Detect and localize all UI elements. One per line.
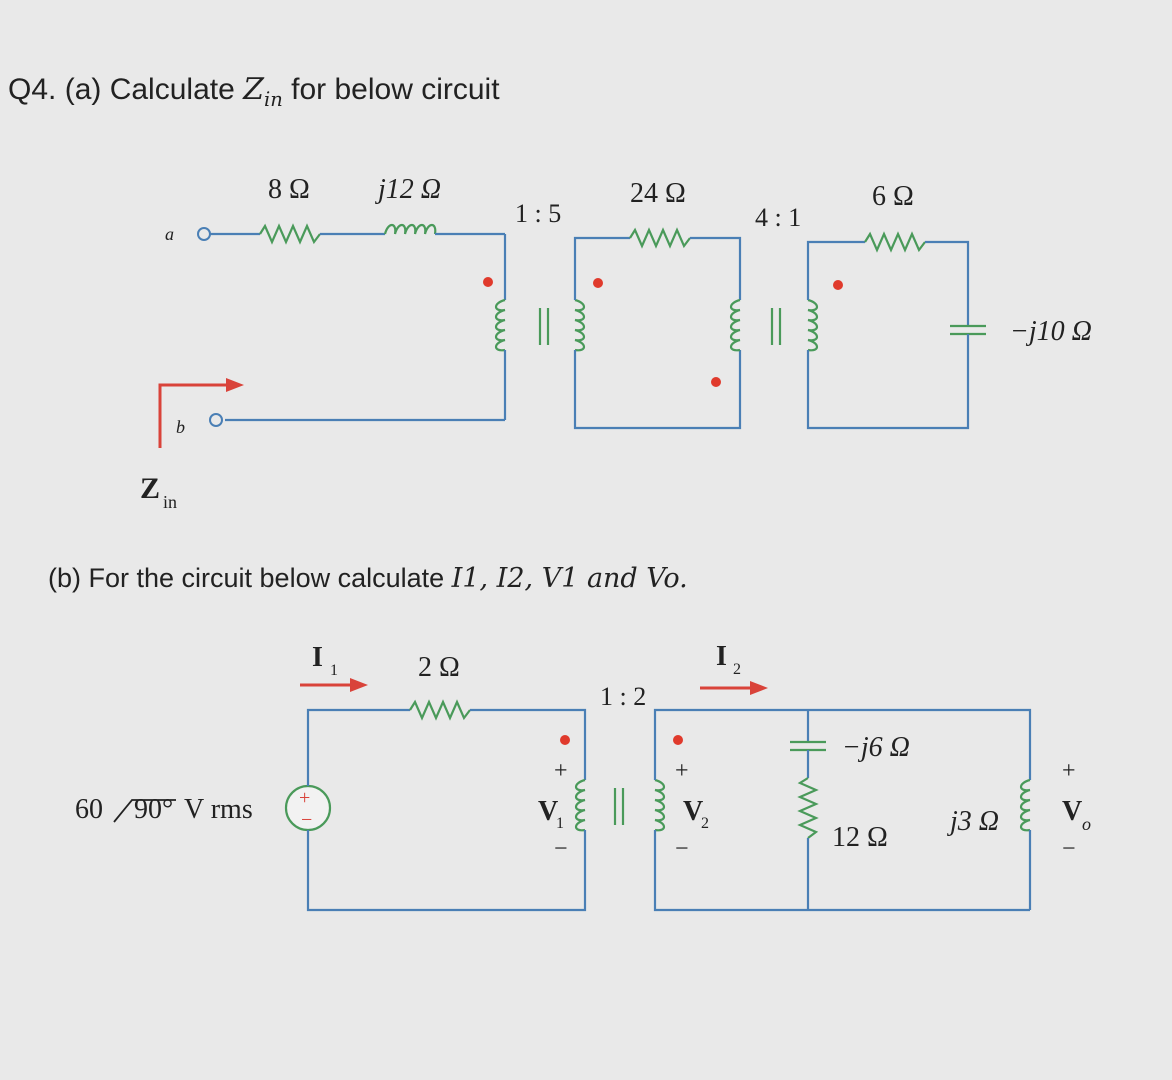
i1-label: I [312, 642, 323, 673]
terminal-a-label: a [165, 224, 174, 244]
xfmr-b-primary [574, 778, 586, 832]
zin-subscript: in [263, 88, 283, 111]
question-prefix: Q4. [8, 73, 57, 106]
resistor-6 [864, 231, 926, 253]
i1-arrow-head [350, 678, 368, 692]
dot-xfmr1-secondary [593, 278, 603, 288]
dot-xfmr-b-secondary [673, 735, 683, 745]
part-b-title: (b) For the circuit below calculate I1, … [48, 563, 688, 594]
zin-arrow-head [226, 378, 244, 392]
v2-plus: + [675, 758, 689, 784]
wire-b3 [306, 830, 587, 912]
resistor-12 [797, 777, 819, 839]
wire-b5 [653, 708, 808, 780]
v2-minus: − [675, 836, 689, 862]
dot-xfmr2-secondary [833, 280, 843, 290]
vo-label: V [1062, 796, 1082, 827]
label-minus-j6: −j6 Ω [842, 732, 910, 763]
vo-minus: − [1062, 836, 1076, 862]
source-angle: 90° [134, 794, 173, 825]
i2-arrow-head [750, 681, 768, 695]
v2-label: V [683, 796, 703, 827]
xfmr1-secondary [574, 298, 586, 352]
wire-a10 [806, 240, 865, 300]
zin-label: Z [140, 472, 160, 505]
zin-sub: in [163, 492, 177, 512]
vo-sub: o [1082, 814, 1091, 834]
circuit-a: a 8 Ω j12 Ω 1 : 5 24 Ω 4 : 1 [140, 174, 1092, 512]
label-2ohm: 2 Ω [418, 652, 460, 683]
wire-b6 [653, 830, 1030, 912]
vo-plus: + [1062, 758, 1076, 784]
v2-sub: 2 [701, 815, 709, 832]
dot-xfmr2-primary [711, 377, 721, 387]
resistor-24 [629, 227, 691, 249]
ratio-4-1: 4 : 1 [755, 203, 801, 232]
i2-sub: 2 [733, 661, 741, 678]
dot-xfmr-b-primary [560, 735, 570, 745]
xfmr1-primary [494, 298, 506, 352]
terminal-b [209, 413, 223, 427]
label-j12: j12 Ω [375, 174, 441, 205]
wire-b1 [306, 708, 410, 786]
inductor-j3 [1019, 778, 1031, 832]
source-minus: − [301, 809, 312, 831]
part-a-suffix: for below circuit [291, 73, 500, 106]
label-6ohm: 6 Ω [872, 181, 914, 212]
v1-minus: − [554, 836, 568, 862]
v1-label: V [538, 796, 558, 827]
zin-symbol: Z [243, 72, 264, 107]
resistor-8 [259, 223, 321, 245]
wire-b2 [470, 708, 587, 780]
zin-arrow [158, 383, 230, 448]
source-unit: V rms [184, 794, 253, 825]
label-8ohm: 8 Ω [268, 174, 310, 205]
inductor-j12 [383, 223, 437, 235]
question-title: Q4. (a) Calculate Zin for below circuit [8, 72, 500, 112]
angle-symbol [113, 799, 176, 823]
terminal-a [197, 227, 211, 241]
label-12ohm: 12 Ω [832, 822, 888, 853]
wire-a9 [573, 350, 742, 430]
ratio-1-2: 1 : 2 [600, 682, 646, 711]
source-plus: + [299, 787, 310, 809]
wire-a7 [573, 236, 630, 300]
v1-plus: + [554, 758, 568, 784]
label-minus-j10: −j10 Ω [1010, 316, 1092, 347]
wire-a11 [925, 240, 970, 326]
resistor-2 [409, 699, 471, 721]
dot-xfmr1-primary [483, 277, 493, 287]
label-24ohm: 24 Ω [630, 178, 686, 209]
wire-b11 [1020, 708, 1032, 780]
wire-a12 [806, 334, 970, 430]
xfmr-b-secondary [654, 778, 666, 832]
source-magnitude: 60 [75, 794, 103, 825]
i2-label: I [716, 641, 727, 672]
part-b-text: (b) For the circuit below calculate [48, 563, 445, 593]
label-j3: j3 Ω [947, 806, 999, 837]
ratio-1-5: 1 : 5 [515, 199, 561, 228]
v1-sub: 1 [556, 815, 564, 832]
xfmr2-primary [729, 298, 741, 352]
i1-sub: 1 [330, 662, 338, 679]
xfmr2-secondary [807, 298, 819, 352]
part-a-text: (a) Calculate [64, 73, 235, 106]
part-b-vars: I1, I2, V1 and Vo. [451, 563, 688, 594]
terminal-b-label: b [176, 417, 185, 437]
circuit-b: 60 90° V rms + − 2 Ω I 1 + V 1 − 1 : 2 +… [75, 641, 1091, 912]
wire-a8 [690, 236, 742, 300]
